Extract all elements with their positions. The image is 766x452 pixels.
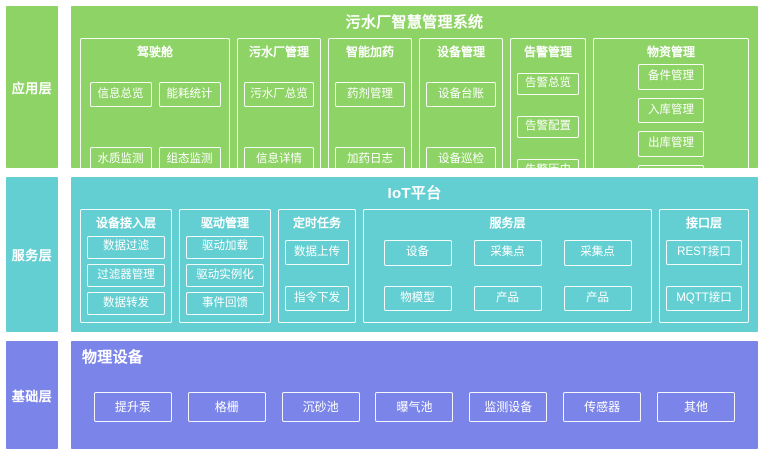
layer-row-infrastructure: 基础层 物理设备 提升泵 格栅 沉砂池 曝气池 监测设备 传感器 其他 [6,341,758,449]
group-items-scheduled-tasks: 数据上传 指令下发 [285,235,349,316]
layer-panel-infrastructure: 物理设备 提升泵 格栅 沉砂池 曝气池 监测设备 传感器 其他 [71,341,758,449]
group-materials-management[interactable]: 物资管理 备件管理 入库管理 出库管理 库存管理 [593,38,749,197]
item-cockpit-1[interactable]: 能耗统计 [158,81,221,107]
group-title-interface-layer: 接口层 [685,216,722,230]
group-items-device-access-layer: 数据过滤 过滤器管理 数据转发 [87,235,165,316]
service-group-container: 设备接入层 数据过滤 过滤器管理 数据转发 驱动管理 驱动加载 驱动实例化 事件… [80,209,749,323]
group-title-alarm-management: 告警管理 [523,45,572,59]
panel-title-physical-devices: 物理设备 [82,349,144,366]
group-items-interface-layer: REST接口 MQTT接口 [666,235,742,316]
group-title-device-access-layer: 设备接入层 [95,216,156,230]
group-service-layer[interactable]: 服务层 设备 采集点 采集点 物模型 产品 产品 [363,209,652,323]
group-title-service-layer: 服务层 [489,216,526,230]
layer-label-service: 服务层 [6,177,58,332]
item-alarm-1[interactable]: 告警配置 [517,115,579,138]
device-item-0[interactable]: 提升泵 [93,391,172,422]
group-title-driver-management: 驱动管理 [200,216,249,230]
panel-title-iot-platform: IoT平台 [387,185,442,202]
item-driver-1[interactable]: 驱动实例化 [186,263,264,287]
group-items-cockpit: 信息总览 能耗统计 水质监测 组态监测 [87,64,223,190]
item-materials-0[interactable]: 备件管理 [638,64,704,90]
group-title-smart-dosing: 智能加药 [345,45,394,59]
group-title-materials-management: 物资管理 [646,45,695,59]
group-items-service-layer: 设备 采集点 采集点 物模型 产品 产品 [370,235,645,316]
group-cockpit[interactable]: 驾驶舱 信息总览 能耗统计 水质监测 组态监测 [80,38,230,197]
item-interface-0[interactable]: REST接口 [666,239,742,266]
item-driver-0[interactable]: 驱动加载 [186,235,264,259]
group-title-cockpit: 驾驶舱 [136,45,173,59]
item-dosing-1[interactable]: 加药日志 [335,147,405,173]
group-interface-layer[interactable]: 接口层 REST接口 MQTT接口 [659,209,749,323]
group-plant-management[interactable]: 污水厂管理 污水厂总览 信息详情 [237,38,321,197]
item-plant-1[interactable]: 信息详情 [244,147,314,173]
item-dosing-0[interactable]: 药剂管理 [335,81,405,107]
device-item-4[interactable]: 监测设备 [469,391,548,422]
device-item-6[interactable]: 其他 [656,391,735,422]
group-items-driver-management: 驱动加载 驱动实例化 事件回馈 [186,235,264,316]
item-service-0[interactable]: 设备 [383,240,452,266]
application-group-container: 驾驶舱 信息总览 能耗统计 水质监测 组态监测 污水厂管理 污水厂总览 信息详情 [80,38,749,197]
group-scheduled-tasks[interactable]: 定时任务 数据上传 指令下发 [278,209,356,323]
group-title-plant-management: 污水厂管理 [248,45,309,59]
layer-panel-application: 污水厂智慧管理系统 驾驶舱 信息总览 能耗统计 水质监测 组态监测 污水厂管理 … [71,6,758,197]
layer-panel-service: IoT平台 设备接入层 数据过滤 过滤器管理 数据转发 驱动管理 驱动加载 驱动… [71,177,758,332]
item-access-0[interactable]: 数据过滤 [87,235,165,259]
item-alarm-0[interactable]: 告警总览 [517,72,579,95]
layer-label-application: 应用层 [6,6,58,168]
item-schedule-1[interactable]: 指令下发 [285,285,349,312]
item-schedule-0[interactable]: 数据上传 [285,239,349,266]
physical-device-container: 提升泵 格栅 沉砂池 曝气池 监测设备 传感器 其他 [80,373,749,440]
item-service-2[interactable]: 采集点 [563,240,632,266]
item-access-2[interactable]: 数据转发 [87,292,165,316]
group-equipment-management[interactable]: 设备管理 设备台账 设备巡检 [419,38,503,197]
item-service-5[interactable]: 产品 [563,285,632,311]
group-smart-dosing[interactable]: 智能加药 药剂管理 加药日志 [328,38,412,197]
item-service-3[interactable]: 物模型 [383,285,452,311]
device-item-2[interactable]: 沉砂池 [281,391,360,422]
group-items-smart-dosing: 药剂管理 加药日志 [335,64,405,190]
group-alarm-management[interactable]: 告警管理 告警总览 告警配置 告警历史 [510,38,586,197]
group-driver-management[interactable]: 驱动管理 驱动加载 驱动实例化 事件回馈 [179,209,271,323]
item-access-1[interactable]: 过滤器管理 [87,263,165,287]
layer-row-application: 应用层 污水厂智慧管理系统 驾驶舱 信息总览 能耗统计 水质监测 组态监测 污水… [6,6,758,197]
item-cockpit-2[interactable]: 水质监测 [89,147,152,173]
group-items-equipment-management: 设备台账 设备巡检 [426,64,496,190]
item-service-4[interactable]: 产品 [473,285,542,311]
layer-row-service: 服务层 IoT平台 设备接入层 数据过滤 过滤器管理 数据转发 驱动管理 驱动加… [6,177,758,332]
item-interface-1[interactable]: MQTT接口 [666,285,742,312]
device-item-3[interactable]: 曝气池 [375,391,454,422]
group-items-alarm-management: 告警总览 告警配置 告警历史 [517,64,579,190]
item-equipment-0[interactable]: 设备台账 [426,81,496,107]
item-cockpit-0[interactable]: 信息总览 [89,81,152,107]
group-title-scheduled-tasks: 定时任务 [292,216,341,230]
item-materials-2[interactable]: 出库管理 [638,131,704,157]
group-title-equipment-management: 设备管理 [436,45,485,59]
group-items-plant-management: 污水厂总览 信息详情 [244,64,314,190]
device-item-1[interactable]: 格栅 [187,391,266,422]
device-item-5[interactable]: 传感器 [563,391,642,422]
panel-title-application: 污水厂智慧管理系统 [345,14,484,31]
group-device-access-layer[interactable]: 设备接入层 数据过滤 过滤器管理 数据转发 [80,209,172,323]
item-driver-2[interactable]: 事件回馈 [186,292,264,316]
item-equipment-1[interactable]: 设备巡检 [426,147,496,173]
item-plant-0[interactable]: 污水厂总览 [244,81,314,107]
item-service-1[interactable]: 采集点 [473,240,542,266]
group-items-materials-management: 备件管理 入库管理 出库管理 库存管理 [600,64,742,190]
item-cockpit-3[interactable]: 组态监测 [158,147,221,173]
item-materials-1[interactable]: 入库管理 [638,97,704,123]
layer-label-infrastructure: 基础层 [6,341,58,449]
